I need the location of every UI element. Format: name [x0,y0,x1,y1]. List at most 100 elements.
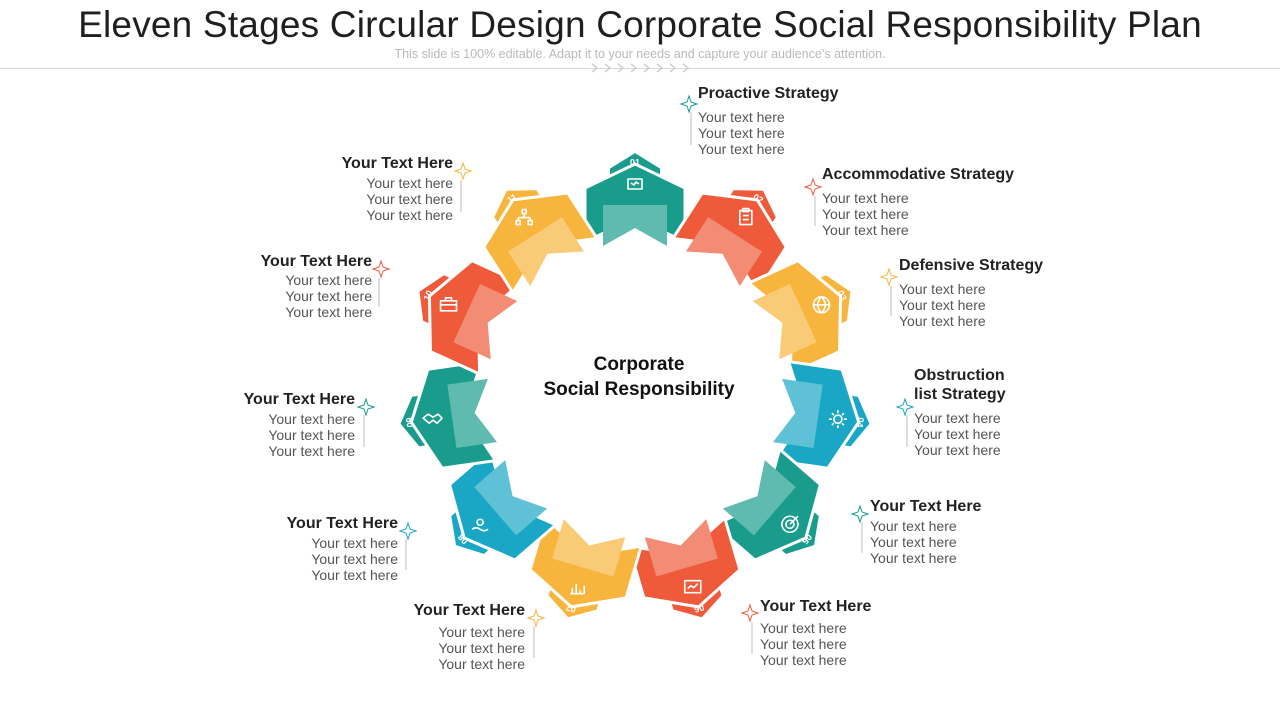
stage-07-title: Your Text Here [413,602,525,619]
stage-10-number: 10 [421,289,434,302]
stage-09-number: 09 [404,417,415,428]
stage-01-connector [679,94,699,145]
stage-10-callout: Your Text Here Your text here Your text … [252,252,372,320]
stage-04-sparkle-icon [895,397,915,417]
stage-07-line-3: Your text here [438,656,525,672]
stage-08-line-3: Your text here [311,567,398,583]
briefcase-icon-glyph [439,297,458,312]
stage-02-number: 02 [751,192,765,206]
stage-11-segment: 11 [481,188,600,296]
stage-07-line-1: Your text here [438,624,525,640]
stage-06-sparkle-icon [740,603,760,623]
stage-04-callout: Obstruction list Strategy Your text here… [914,366,1024,458]
stage-05-line-1: Your text here [870,518,957,534]
globe-icon [812,296,831,314]
stage-02-connector [803,177,823,226]
stage-09-line-2: Your text here [268,427,355,443]
stage-04-segment: 04 [771,359,872,470]
stage-01-block [583,162,687,245]
stage-01-callout: Proactive Strategy Your text here Your t… [698,84,839,157]
stage-02-plate [685,217,762,287]
stage-05-number: 05 [800,532,814,546]
stage-06-connector [740,603,760,654]
stage-03-line-3: Your text here [899,313,986,329]
stage-03-sparkle-icon [879,267,899,287]
stage-09-callout: Your Text Here Your text here Your text … [235,390,355,459]
stage-10-title: Your Text Here [260,253,372,270]
stage-02-line-2: Your text here [822,206,909,222]
dashboard-icon-glyph [683,579,702,594]
clipboard-icon [739,207,753,226]
stage-08-segment: 08 [447,446,559,562]
stage-11-number: 11 [505,192,518,206]
stage-10-line-2: Your text here [285,288,372,304]
stage-08-line-1: Your text here [311,535,398,551]
stage-07-sparkle-icon [526,608,546,628]
stage-04-line-2: Your text here [914,426,1001,442]
stage-05-sparkle-icon [850,504,870,524]
stage-01-number: 01 [630,157,640,167]
bar-chart-icon [570,583,586,595]
stage-06-block [626,515,742,609]
stage-05-line-2: Your text here [870,534,957,550]
stage-01-line-1: Your text here [698,109,785,125]
stage-08-connector [398,521,418,570]
stage-03-line-2: Your text here [899,297,986,313]
stage-01-plate [603,205,667,246]
stage-03-callout: Defensive Strategy Your text here Your t… [899,256,1043,329]
stage-01-segment: 01 [583,150,687,246]
hand-gear-icon [471,518,489,532]
stage-02-segment: 02 [670,188,789,296]
org-chart-icon-glyph [515,208,533,226]
stage-07-segment: 07 [528,515,644,620]
stage-11-callout: Your Text Here Your text here Your text … [333,154,453,223]
stage-02-sparkle-icon [803,177,823,197]
stage-11-line-1: Your text here [366,175,453,191]
header-divider [0,68,1280,69]
stage-03-number: 03 [835,289,848,302]
stage-10-sparkle-icon [371,259,391,279]
stage-09-title: Your Text Here [243,391,355,408]
stage-03-connector [879,267,899,316]
stage-04-line-1: Your text here [914,410,1001,426]
stage-09-connector [356,397,376,447]
org-chart-icon [515,208,533,226]
page-subtitle: This slide is 100% editable. Adapt it to… [394,47,886,61]
hand-gear-icon-glyph [471,518,489,532]
stage-04-line-3: Your text here [914,442,1001,458]
stage-01-sparkle-icon [679,94,699,114]
stage-05-title: Your Text Here [870,498,982,515]
stage-07-connector [526,608,546,658]
stage-08-sparkle-icon [398,521,418,541]
stage-08-number: 08 [456,532,470,546]
stage-06-line-1: Your text here [760,620,847,636]
stage-06-segment: 06 [626,515,742,620]
stage-07-plate [552,519,626,577]
stage-09-line-1: Your text here [268,411,355,427]
stage-08-callout: Your Text Here Your text here Your text … [278,514,398,583]
stage-03-title: Defensive Strategy [899,257,1044,274]
stage-07-line-2: Your text here [438,640,525,656]
stage-11-title: Your Text Here [341,155,453,172]
stage-06-title: Your Text Here [760,598,872,615]
presentation-board-icon [627,178,643,190]
stage-03-segment: 03 [746,258,853,377]
stage-06-callout: Your Text Here Your text here Your text … [760,597,871,668]
stage-04-plate [772,378,823,449]
stage-09-block [409,359,499,470]
stage-02-title: Accommodative Strategy [822,166,1015,183]
gear-icon [828,410,847,429]
stage-08-plate [474,460,548,536]
stage-10-line-3: Your text here [285,304,372,320]
stage-01-line-2: Your text here [698,125,785,141]
briefcase-icon [439,297,458,312]
stage-04-number: 04 [855,417,866,428]
clipboard-icon-glyph [739,207,753,226]
stage-04-connector [895,397,915,447]
stage-01-line-3: Your text here [698,141,785,157]
chevron-divider-icon [591,63,690,73]
stage-05-line-3: Your text here [870,550,957,566]
stage-08-line-2: Your text here [311,551,398,567]
handshake-icon [422,413,443,424]
